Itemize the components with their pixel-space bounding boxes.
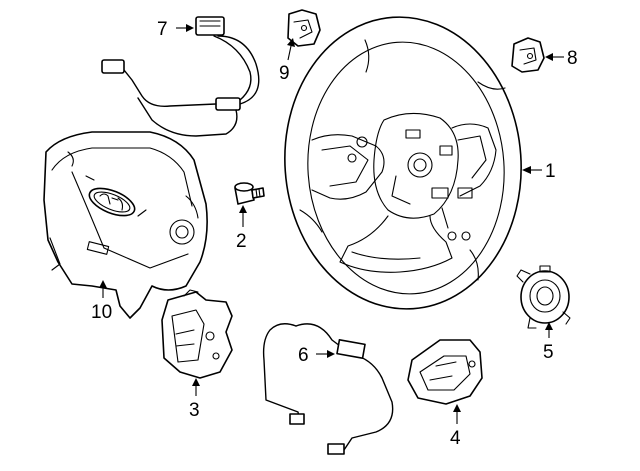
callout-4: 4 xyxy=(450,428,461,449)
clock-spring-part xyxy=(516,265,571,329)
callout-labels: 1 2 3 4 5 6 7 8 9 10 xyxy=(91,19,578,449)
upper-wire-harness-part xyxy=(101,16,260,137)
callout-9: 9 xyxy=(279,63,290,84)
callout-6: 6 xyxy=(298,345,309,366)
left-switch-part xyxy=(161,289,233,379)
callout-7: 7 xyxy=(157,19,168,40)
callout-1: 1 xyxy=(545,161,556,182)
left-clip-part xyxy=(287,9,321,47)
steering-wheel-part xyxy=(284,16,522,310)
callout-3: 3 xyxy=(189,400,200,421)
right-clip-part xyxy=(511,37,545,73)
callout-leaders xyxy=(99,24,564,424)
callout-10: 10 xyxy=(91,302,112,323)
bolt-part xyxy=(234,182,265,205)
air-bag-module-part xyxy=(43,131,208,319)
callout-5: 5 xyxy=(543,342,554,363)
right-switch-part xyxy=(407,339,483,405)
callout-2: 2 xyxy=(236,231,247,252)
callout-8: 8 xyxy=(567,48,578,69)
lower-wire-harness-part xyxy=(262,323,394,455)
